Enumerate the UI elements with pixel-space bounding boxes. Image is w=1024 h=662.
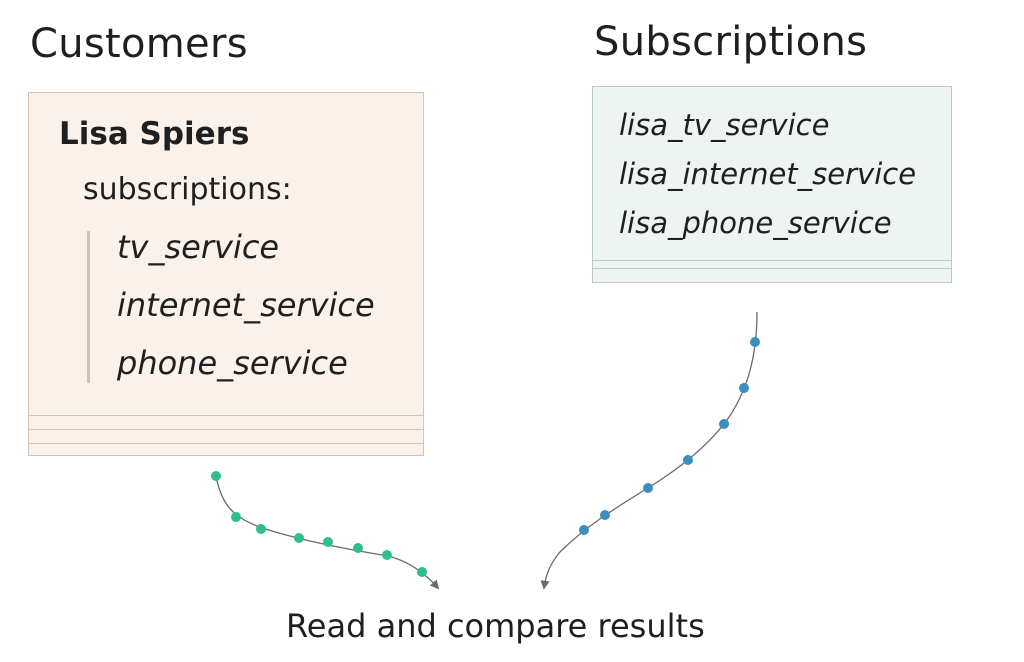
record-rule: [29, 429, 423, 430]
flow-dot: [353, 543, 363, 553]
flow-dot: [382, 550, 392, 560]
customer-name: Lisa Spiers: [59, 116, 250, 152]
subscriptions-title: Subscriptions: [594, 19, 868, 65]
flow-dot: [579, 525, 589, 535]
subscription-record-item: lisa_internet_service: [619, 157, 917, 191]
subscriptions-record-box: lisa_tv_service lisa_internet_service li…: [592, 86, 952, 283]
flow-dot: [719, 419, 729, 429]
flow-dot: [231, 512, 241, 522]
customers-title: Customers: [30, 21, 248, 67]
subscription-record-item: lisa_tv_service: [619, 108, 830, 142]
record-rule: [593, 260, 951, 261]
record-rule: [29, 443, 423, 444]
flow-dot: [417, 567, 427, 577]
customers-flow-arrow: [215, 475, 440, 590]
flow-dot: [739, 383, 749, 393]
flow-dot: [323, 537, 333, 547]
subscriptions-flow-dots: [579, 337, 760, 535]
flow-dot: [750, 337, 760, 347]
flow-dot: [211, 471, 221, 481]
customer-subscription-item: tv_service: [117, 228, 280, 266]
flow-dot: [600, 510, 610, 520]
subscriptions-field-label: subscriptions:: [83, 172, 292, 207]
flow-dot: [683, 455, 693, 465]
customer-subscription-item: internet_service: [117, 286, 375, 324]
flow-dot: [294, 533, 304, 543]
customer-subscription-item: phone_service: [117, 344, 348, 382]
subscriptions-list-bar: [87, 231, 90, 383]
record-rule: [593, 268, 951, 269]
customers-flow-dots: [211, 471, 427, 577]
flow-dot: [643, 483, 653, 493]
customers-record-box: Lisa Spiers subscriptions: tv_service in…: [28, 92, 424, 456]
subscription-record-item: lisa_phone_service: [619, 206, 892, 240]
flow-caption: Read and compare results: [286, 607, 705, 645]
subscriptions-flow-arrow: [540, 311, 758, 590]
flow-dot: [256, 524, 266, 534]
record-rule: [29, 415, 423, 416]
